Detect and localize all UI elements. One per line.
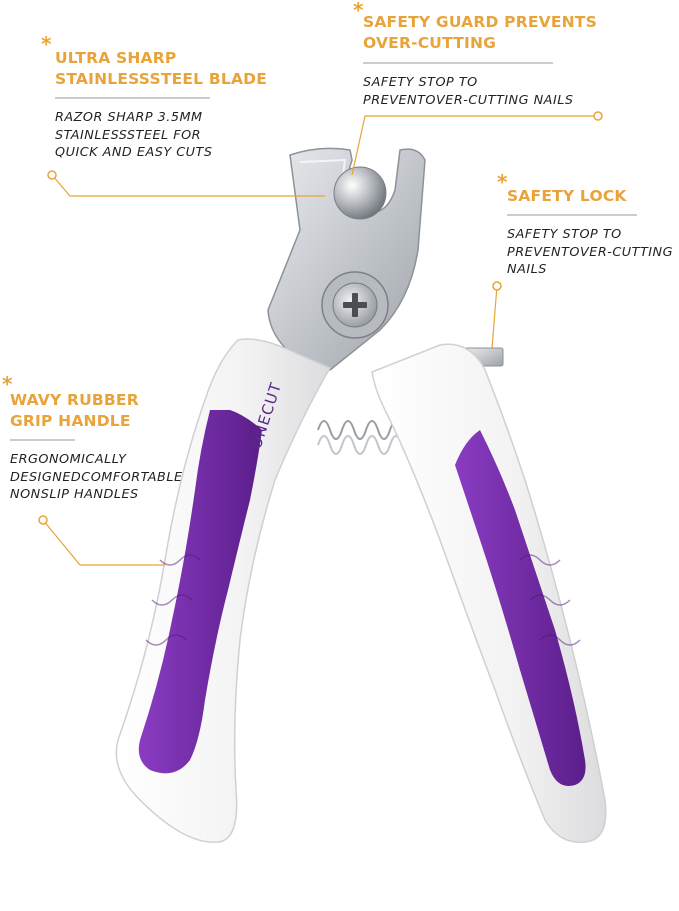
callout-lock-divider — [507, 214, 637, 216]
callout-guard-desc: SAFETY STOP TO PREVENTOVER-CUTTING NAILS — [363, 75, 574, 108]
callout-guard-title: SAFETY GUARD PREVENTS OVER-CUTTING — [363, 13, 597, 52]
asterisk-icon: * — [41, 32, 52, 56]
callout-lock: * SAFETY LOCK SAFETY STOP TO PREVENTOVER… — [497, 172, 677, 279]
callout-grip-desc: ERGONOMICALLY DESIGNEDCOMFORTABLE NONSLI… — [10, 452, 183, 502]
callout-blade-title: ULTRA SHARP STAINLESSSTEEL BLADE — [55, 49, 267, 88]
callout-grip: * WAVY RUBBER GRIP HANDLE ERGONOMICALLY … — [2, 374, 220, 504]
callout-blade: * ULTRA SHARP STAINLESSSTEEL BLADE RAZOR… — [41, 34, 285, 162]
callout-blade-divider — [55, 97, 210, 99]
callout-guard: * SAFETY GUARD PREVENTS OVER-CUTTING SAF… — [353, 0, 663, 109]
left-handle — [115, 338, 332, 843]
asterisk-icon: * — [497, 170, 508, 194]
right-handle — [371, 343, 607, 844]
callout-blade-desc: RAZOR SHARP 3.5MM STAINLESSSTEEL FOR QUI… — [55, 110, 213, 160]
asterisk-icon: * — [2, 372, 13, 396]
callout-guard-divider — [363, 62, 553, 64]
callout-grip-title: WAVY RUBBER GRIP HANDLE — [10, 391, 139, 430]
leader-dot-icon — [38, 111, 603, 525]
callout-grip-divider — [10, 439, 75, 441]
pivot-screw — [321, 271, 389, 339]
leader-lines — [42, 115, 598, 566]
asterisk-icon: * — [353, 0, 364, 22]
callout-lock-desc: SAFETY STOP TO PREVENTOVER-CUTTING NAILS — [507, 227, 674, 277]
safety-guard-ball — [333, 166, 387, 220]
callout-lock-title: SAFETY LOCK — [507, 187, 627, 205]
